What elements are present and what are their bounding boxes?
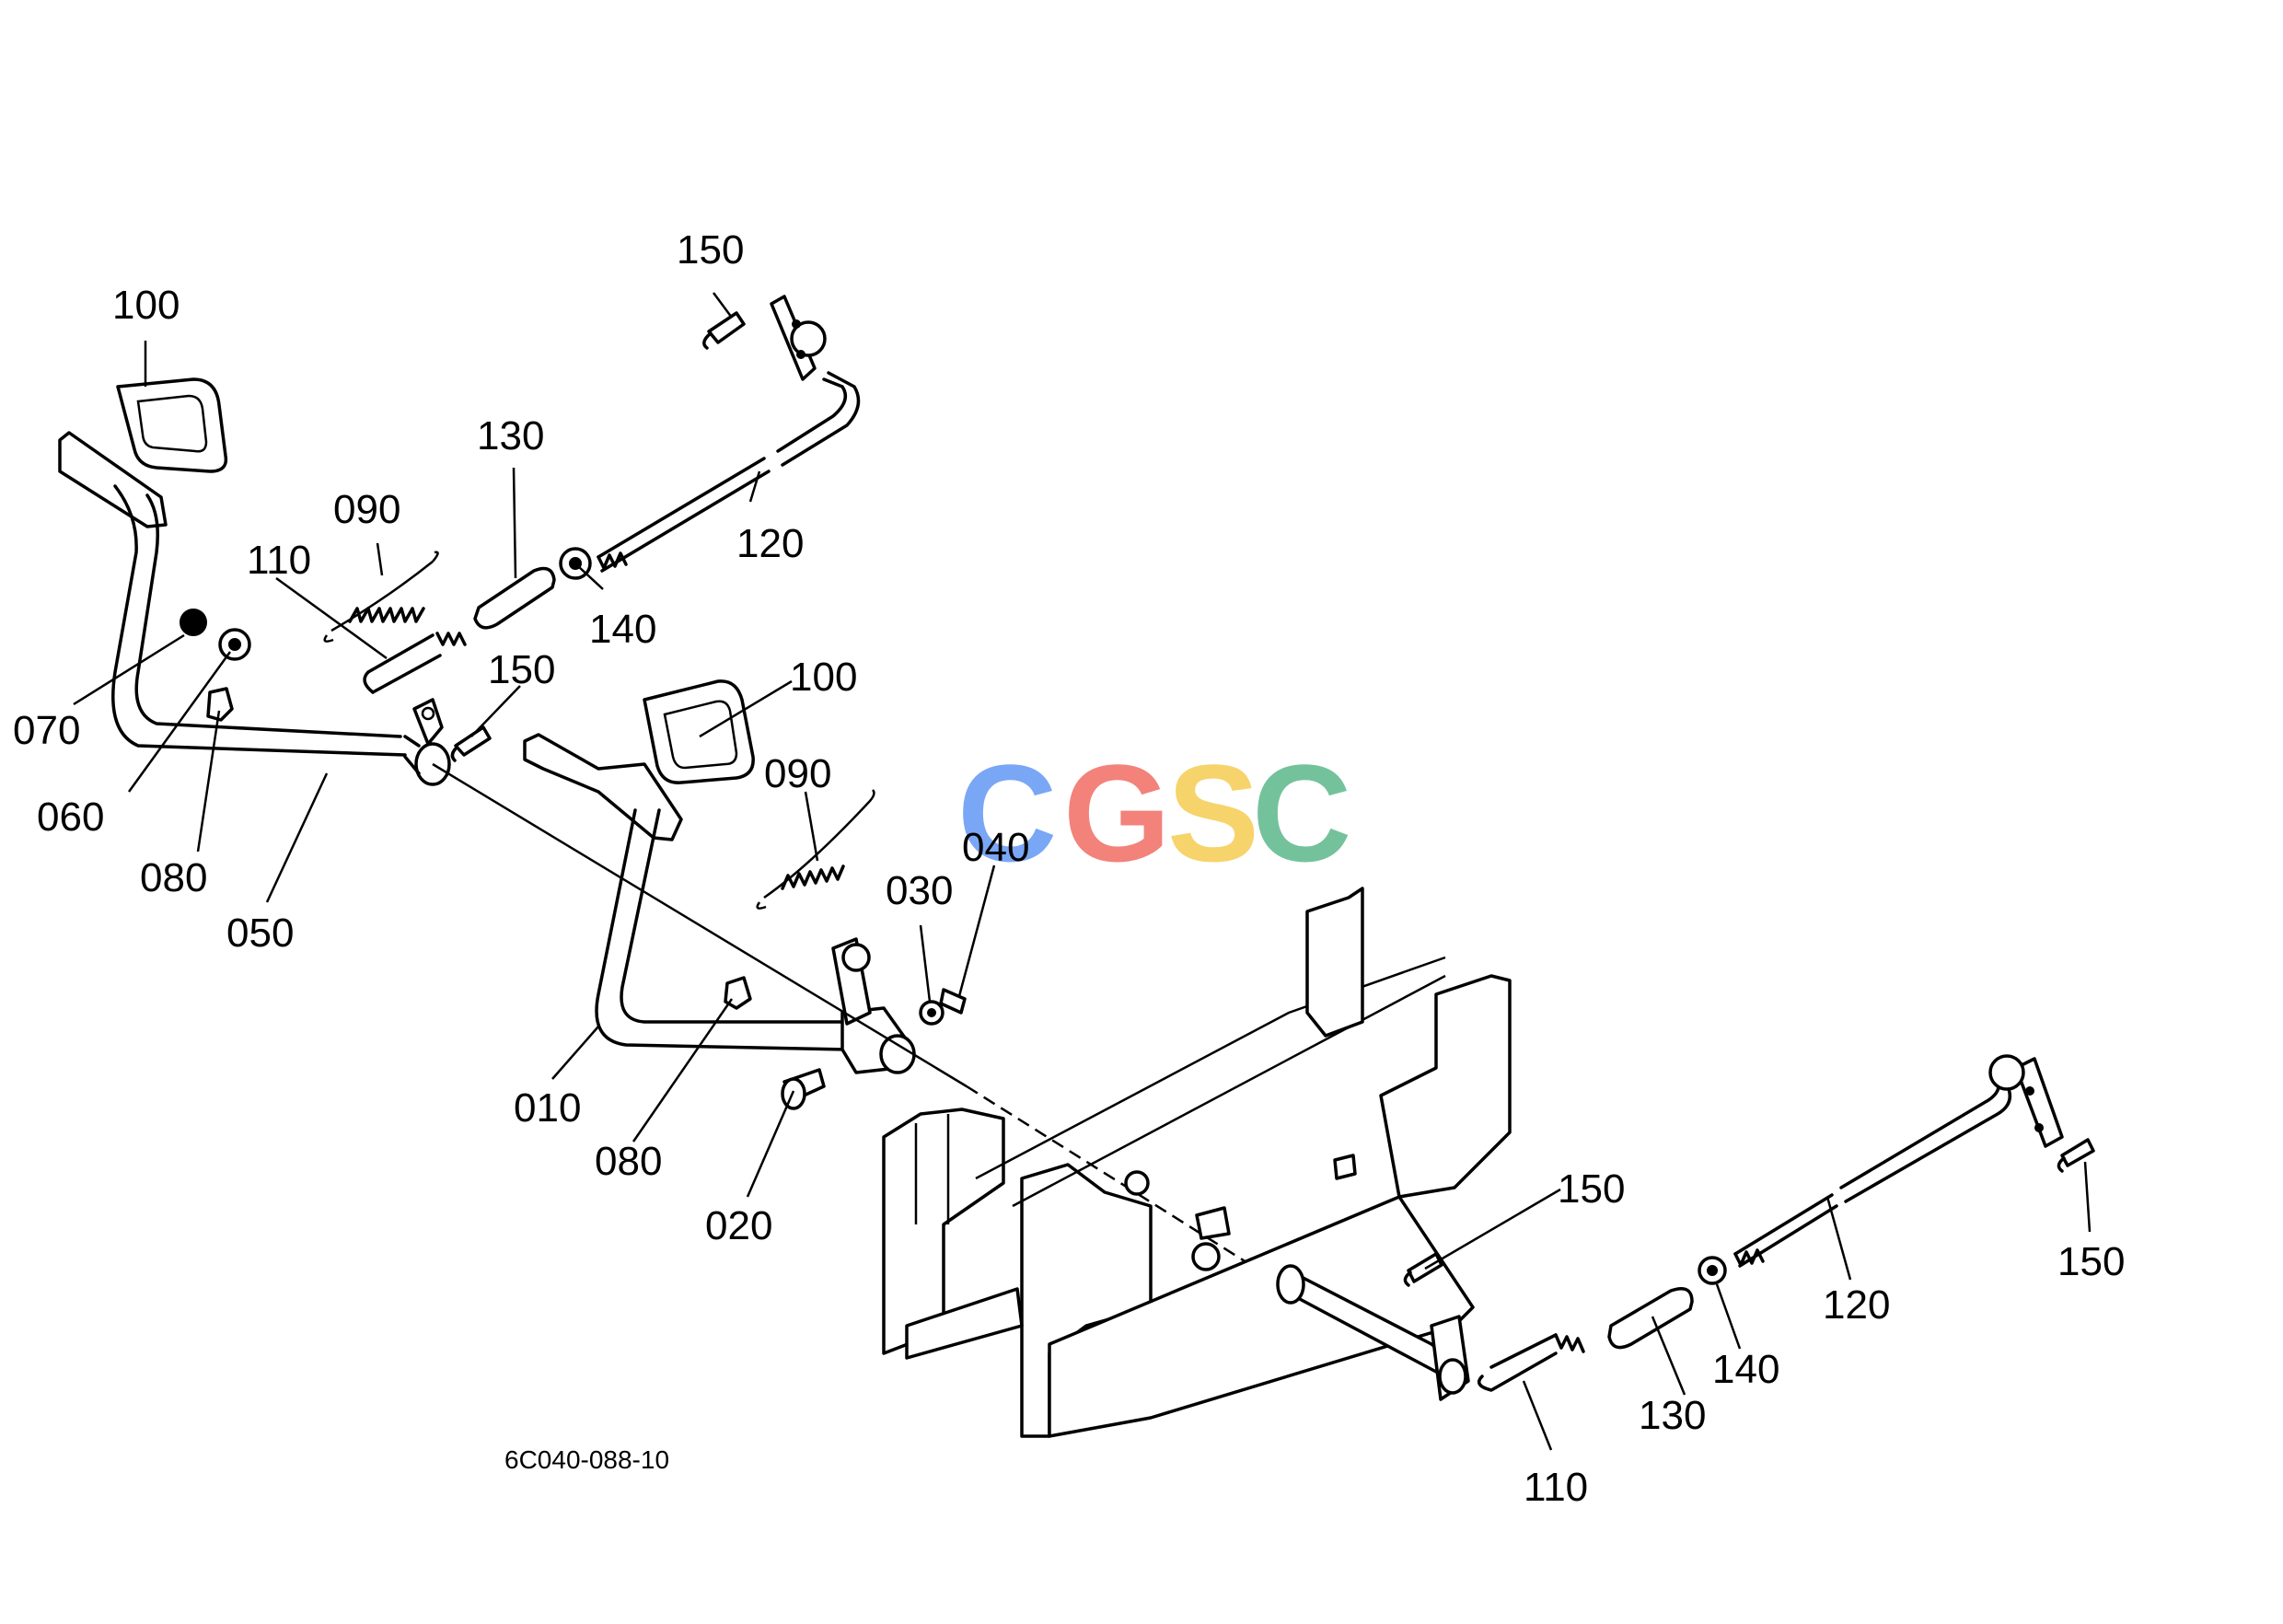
callout-labels: 150 100 130 090 110 120 140 150 070 060 …: [13, 227, 2125, 1510]
callout-110-left: 110: [247, 538, 311, 583]
callout-140-right: 140: [1712, 1347, 1779, 1392]
callout-010: 010: [514, 1085, 581, 1131]
left-pedal-assembly: [58, 295, 861, 786]
callout-150-frame: 150: [1558, 1166, 1625, 1212]
callout-150-mid: 150: [488, 647, 555, 692]
callout-090-right: 090: [764, 751, 831, 796]
frame-assembly: [882, 887, 1512, 1438]
callout-090-left: 090: [333, 487, 400, 532]
watermark-letter-c1: C: [957, 736, 1057, 890]
callout-140-left: 140: [589, 607, 656, 652]
turnbuckle-130-right: [1607, 1287, 1694, 1350]
shaft-axis-line: [432, 762, 968, 1088]
nut-070: [180, 609, 207, 636]
callout-110-right: 110: [1524, 1465, 1588, 1510]
watermark-logo: C G S C: [957, 736, 1351, 890]
plug-080-left: [206, 687, 234, 722]
cotter-pin-150-top: [702, 311, 746, 350]
cotter-pin-150-mid: [450, 725, 492, 762]
callout-030: 030: [886, 868, 953, 913]
spring-090-left: [330, 551, 439, 632]
pedal-plate-left: [58, 431, 168, 528]
watermark-letter-g: G: [1063, 736, 1171, 890]
rod-110-left: [363, 633, 442, 694]
frame-upper-bracket: [1305, 887, 1364, 1038]
frame-lower-strip: [905, 1287, 1024, 1360]
frame-right-post: [1379, 974, 1512, 1199]
callout-120-left: 120: [736, 521, 804, 566]
callout-060: 060: [37, 795, 104, 840]
pedal-pad-right: [643, 679, 755, 784]
pedal-pad-left: [116, 377, 228, 473]
rod-120-right: [1733, 1193, 1838, 1268]
cotter-pin-150-right: [2057, 1138, 2095, 1173]
cotter-pin-040: [939, 988, 967, 1015]
callout-100-right: 100: [790, 655, 857, 700]
cotter-pin-150-frame: [1403, 1252, 1443, 1287]
callout-050: 050: [226, 911, 294, 956]
callout-120-right: 120: [1823, 1282, 1890, 1328]
turnbuckle-130-left: [473, 566, 556, 630]
frame-plate-left: [882, 1108, 1005, 1355]
callout-080-left: 080: [140, 855, 207, 900]
rod-110-right: [1477, 1333, 1558, 1392]
pedal-arm-left: [111, 484, 407, 757]
drawing-code: 6C040-088-10: [504, 1445, 669, 1474]
frame-rail: [975, 956, 1446, 1208]
callout-080-right: 080: [595, 1139, 662, 1184]
callout-070: 070: [13, 708, 80, 753]
bracket-right: [2014, 1057, 2064, 1148]
callout-130-left: 130: [477, 413, 544, 458]
callout-040: 040: [962, 825, 1029, 870]
watermark-letter-c2: C: [1252, 736, 1351, 890]
centre-pedal-assembly: [523, 679, 967, 1110]
watermark-letter-s: S: [1167, 736, 1259, 890]
pedal-plate-right: [523, 733, 683, 841]
callout-100-left: 100: [112, 283, 180, 328]
callout-130-right: 130: [1639, 1393, 1706, 1438]
rod-120-left: [597, 457, 771, 573]
right-linkage: [1403, 1054, 2095, 1392]
callout-020: 020: [705, 1203, 772, 1248]
callout-150-top: 150: [677, 227, 744, 273]
leader-lines: [73, 292, 2092, 1451]
pedal-arm-right: [595, 808, 849, 1051]
callout-150-right: 150: [2057, 1239, 2125, 1284]
spring-090-right: [763, 789, 875, 899]
